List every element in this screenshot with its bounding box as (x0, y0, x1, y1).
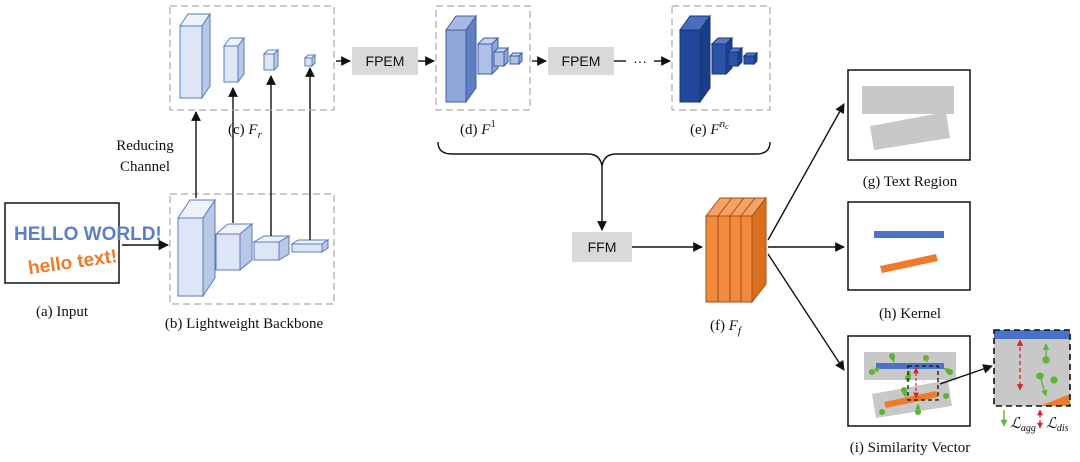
output-arrows (767, 103, 845, 371)
ff-label: (f) Ff (710, 318, 743, 337)
similarity-label: (i) Similarity Vector (850, 440, 971, 456)
backbone-box (169, 193, 335, 305)
text-region-label: (g) Text Region (863, 174, 958, 190)
fpem-label-1: FPEM (366, 53, 405, 69)
fused-feature (704, 196, 768, 304)
fnc-label: (e) Fnc (690, 118, 729, 138)
f1-features (445, 14, 524, 104)
text-region-map (847, 69, 971, 161)
f1-label: (d) F1 (460, 118, 496, 138)
reduced-features (179, 12, 317, 100)
kernel-map (847, 201, 971, 291)
fpem-module-1 (352, 47, 418, 75)
fr-label: (c) Fr (228, 122, 263, 141)
zoom-inset (993, 329, 1071, 407)
input-image: HELLO WORLD! hello text! (4, 202, 162, 284)
channel-label: Channel (120, 159, 170, 175)
text-region-shape-2 (870, 112, 950, 150)
input-text-line1: HELLO WORLD! (14, 224, 162, 245)
fnc-box (671, 5, 771, 111)
ffm-label: FFM (588, 239, 617, 255)
ffm-module (572, 232, 632, 262)
loss-dis: ℒdis (1046, 416, 1069, 434)
kernel-label: (h) Kernel (879, 306, 941, 322)
loss-legend: ℒagg ℒdis (1000, 409, 1069, 434)
fpem-module-2 (548, 47, 614, 75)
zoom-arrow (939, 364, 993, 385)
ellipsis: ··· (633, 53, 647, 69)
backbone-label: (b) Lightweight Backbone (165, 316, 324, 332)
kernel-orange (880, 254, 938, 273)
kernel-blue (874, 231, 944, 238)
reduced-features-box (169, 5, 335, 111)
fnc-features (679, 14, 759, 104)
backbone-blocks (177, 198, 330, 298)
loss-agg: ℒagg (1010, 416, 1036, 434)
similarity-content (864, 352, 956, 418)
concat-brace (437, 141, 771, 167)
input-label: (a) Input (36, 304, 89, 320)
fpem-label-2: FPEM (562, 53, 601, 69)
reducing-label: Reducing (116, 138, 174, 154)
f1-box (435, 5, 531, 111)
text-region-shape-1 (862, 86, 954, 114)
